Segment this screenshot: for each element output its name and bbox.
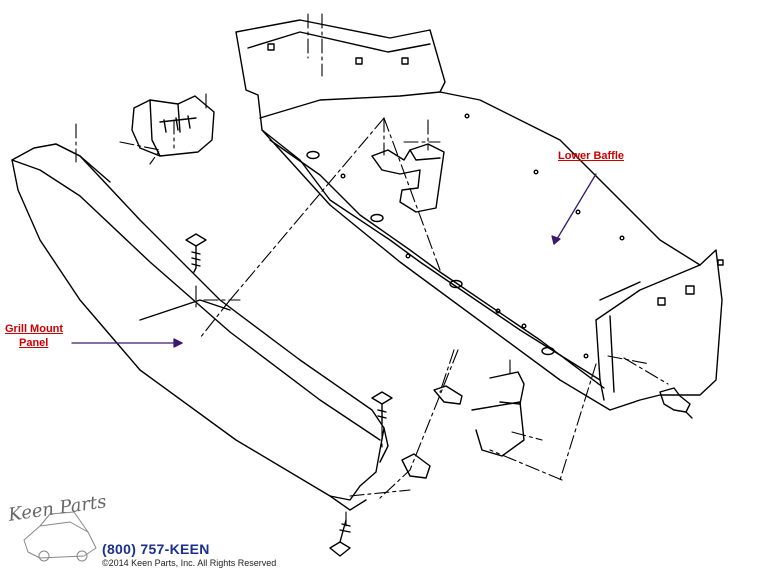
upper-bracket-left	[131, 95, 215, 157]
upper-bracket-right	[371, 143, 445, 213]
keen-parts-logo-car	[23, 511, 97, 562]
phone-number[interactable]: (800) 757-KEEN	[102, 541, 210, 557]
lower-baffle-part	[235, 19, 724, 411]
lower-clip-brackets	[401, 371, 525, 479]
assembly-lines	[75, 13, 669, 531]
copyright-notice: ©2014 Keen Parts, Inc. All Rights Reserv…	[102, 558, 277, 568]
callout-arrows	[71, 173, 597, 348]
grill-mount-callout-line2[interactable]: Panel	[19, 337, 49, 349]
bolt-fasteners	[185, 233, 693, 557]
grill-mount-callout[interactable]: Grill Mount	[5, 323, 64, 335]
lower-baffle-callout[interactable]: Lower Baffle	[558, 150, 625, 162]
grill-mount-panel	[11, 143, 389, 511]
